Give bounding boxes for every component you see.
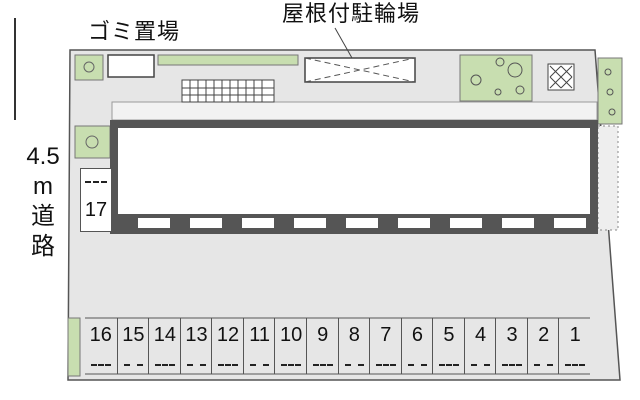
stall-line [344, 364, 365, 366]
stall-line [376, 364, 396, 366]
parking-stall-10: 10 [274, 318, 307, 374]
stall-number: 8 [348, 324, 360, 346]
garbage-area-label: ゴミ置場 [88, 19, 181, 44]
stall-line [312, 364, 333, 366]
stall-number: 10 [280, 324, 303, 346]
stall-number: 13 [185, 324, 208, 346]
stall-line [91, 364, 111, 366]
stall-number: 14 [153, 324, 177, 346]
road-char-1: 道 [31, 203, 55, 230]
stall-line [155, 364, 175, 366]
parking-stall-14: 14 [148, 318, 181, 374]
parking-stall-7: 7 [369, 318, 402, 374]
planting-right [597, 57, 623, 125]
road-unit: m [33, 173, 53, 200]
stall-number: 15 [122, 324, 145, 346]
stall-number: 2 [538, 324, 550, 346]
stall-line [85, 181, 107, 183]
stall-number: 17 [84, 199, 108, 221]
bike-parking-label: 屋根付駐輪場 [282, 1, 421, 26]
bike-parking-pointer [334, 27, 353, 59]
stall-number: 11 [249, 324, 270, 346]
stall-line [439, 364, 459, 366]
parking-stall-13: 13 [179, 318, 213, 374]
stall-line [218, 364, 238, 366]
planting-left-mid [74, 125, 111, 159]
parking-stall-11: 11 [242, 318, 276, 374]
stall-number: 12 [216, 324, 240, 346]
planting-left-bottom [67, 317, 81, 377]
stall-line [123, 364, 144, 366]
parking-stall-16: 16 [85, 318, 117, 374]
building [110, 120, 598, 234]
stall-number: 3 [506, 324, 518, 346]
stall-number: 16 [89, 324, 112, 346]
parking-stall-15: 15 [116, 318, 150, 374]
stall-number: 9 [317, 324, 329, 346]
parking-stall-9: 9 [305, 318, 339, 374]
stall-number: 1 [569, 324, 581, 346]
road-label: 4.5 m 道 路 [18, 142, 68, 262]
parking-stall-17: 17 [80, 168, 112, 232]
stall-line [470, 364, 491, 366]
stall-line [407, 364, 428, 366]
road-char-2: 路 [31, 233, 55, 260]
parking-stall-6: 6 [400, 318, 434, 374]
stall-line [249, 364, 270, 366]
planting-left-top [74, 54, 104, 81]
parking-stall-12: 12 [211, 318, 244, 374]
stall-number: 5 [443, 324, 455, 346]
stall-number: 6 [411, 324, 423, 346]
parking-stall-8: 8 [337, 318, 371, 374]
parking-stall-4: 4 [463, 318, 497, 374]
planting-top-strip [157, 54, 299, 66]
road-width: 4.5 [26, 143, 60, 170]
stairs [181, 79, 275, 103]
stall-line [565, 364, 585, 366]
stall-line [502, 364, 522, 366]
stall-line [281, 364, 301, 366]
parking-stall-1: 1 [558, 318, 591, 374]
stall-number: 4 [474, 324, 487, 346]
stall-line [533, 364, 554, 366]
parking-stall-3: 3 [495, 318, 528, 374]
stall-number: 7 [380, 324, 392, 346]
parking-stall-2: 2 [526, 318, 560, 374]
garbage-area [107, 54, 155, 78]
stall-line [186, 364, 207, 366]
parking-stall-5: 5 [432, 318, 465, 374]
